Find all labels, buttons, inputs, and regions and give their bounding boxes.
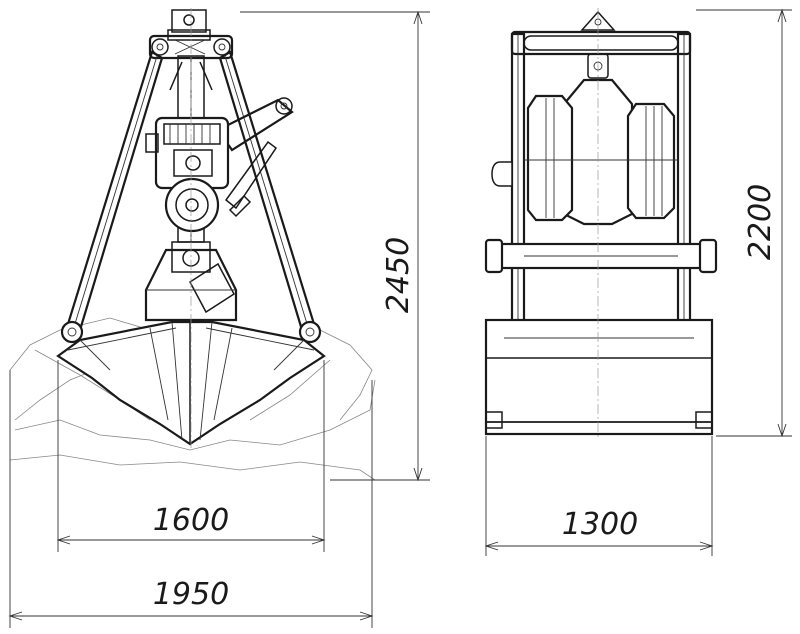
side-motor-boss xyxy=(491,161,513,187)
side-middle-member xyxy=(484,238,718,274)
material-pile xyxy=(9,317,376,481)
side-view xyxy=(484,8,718,440)
pulley xyxy=(164,177,220,233)
outer-width-dimension: 1950 xyxy=(8,370,374,628)
side-width-dimension: 1300 xyxy=(484,436,714,556)
front-height-dimension: 2450 xyxy=(240,10,430,482)
side-top-beam xyxy=(510,30,692,56)
side-height-dimension: 2200 xyxy=(696,8,792,438)
winch-motor xyxy=(145,116,230,190)
bucket-jaws xyxy=(56,320,326,446)
front-view xyxy=(9,8,376,481)
arm-hinge-pins xyxy=(60,320,322,344)
lever-arm xyxy=(216,97,294,218)
outer-width-label: 1950 xyxy=(153,577,229,612)
inner-width-dimension: 1600 xyxy=(56,360,326,552)
side-height-label: 2200 xyxy=(743,184,778,260)
front-height-label: 2450 xyxy=(381,237,416,313)
inner-width-label: 1600 xyxy=(153,503,229,538)
side-bucket xyxy=(484,318,714,436)
side-winch-drum xyxy=(524,78,678,226)
side-width-label: 1300 xyxy=(562,507,638,542)
